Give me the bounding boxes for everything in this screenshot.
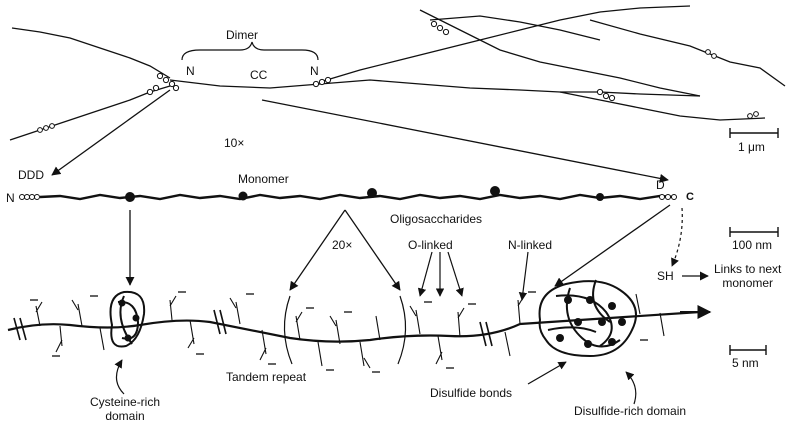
monomer-strand [39, 193, 676, 201]
magnify-arrow-left [51, 89, 171, 176]
bead-markers [37, 20, 759, 133]
arrow-nlinked [518, 251, 529, 301]
scale-label-bottom: 5 nm [732, 356, 759, 370]
oligosaccharides-label: Oligosaccharides [390, 212, 483, 226]
repeat-bracket-right [344, 209, 401, 291]
strand-faint-top [429, 15, 601, 41]
strand-lower-left [9, 85, 171, 141]
scale-label-top: 1 μm [738, 140, 765, 154]
n-terminus-left-label: N [186, 64, 195, 78]
n-terminus-right-label: N [310, 64, 319, 78]
strand-upper-left [11, 27, 171, 79]
tandem-repeat-label: Tandem repeat [226, 370, 307, 384]
repeat-arc-left [283, 295, 293, 365]
o-linked-label: O-linked [408, 238, 453, 252]
monomer-beads [19, 194, 677, 200]
scale-bars [729, 128, 779, 355]
arrow-disulfide-bonds [527, 361, 567, 385]
n-linked-label: N-linked [508, 238, 553, 252]
strand-top-right [589, 19, 786, 87]
disulfide-rich-domain-label: Disulfide-rich domain [574, 404, 687, 418]
disulfide-dots [556, 296, 626, 348]
detail-backbone [7, 310, 701, 343]
monomer-label: Monomer [238, 172, 289, 186]
magnification-label: 10× [224, 136, 245, 150]
repeat-count-label: 20× [332, 238, 353, 252]
arrow-to-sh [671, 207, 683, 267]
ddd-label: DDD [18, 168, 44, 182]
polymer-network [9, 5, 786, 141]
repeat-arc-right [397, 295, 407, 365]
strand-low-right [559, 91, 766, 121]
scale-label-middle: 100 nm [732, 238, 773, 252]
dimer-brace [181, 41, 319, 61]
monomer-domain-dots [125, 186, 604, 202]
cysteine-dots [118, 299, 140, 342]
arrow-to-disulfide-domain [554, 204, 671, 287]
dimer-label: Dimer [226, 28, 258, 42]
repeat-bracket-left [289, 209, 346, 291]
break-marks [13, 309, 493, 347]
disulfide-bonds-label: Disulfide bonds [430, 386, 513, 400]
arrow-disulfide-domain-label [625, 371, 637, 405]
sh-label: SH [657, 269, 674, 283]
charge-dashes [30, 291, 648, 373]
cysteine-rich-domain-label: Cysteine-rich domain [90, 395, 161, 423]
cc-label: CC [250, 68, 268, 82]
magnify-arrow-right [261, 99, 669, 183]
monomer-n-label: N [6, 191, 15, 205]
arrow-olinked-3 [447, 251, 464, 297]
links-next-monomer-label: Links to next monomer [714, 262, 782, 290]
arrow-cysteine-label [114, 359, 125, 395]
strand-dimer-axis [169, 79, 701, 97]
d-domain-label: D [656, 178, 665, 192]
monomer-c-label: C [686, 191, 694, 203]
arrow-olinked-1 [417, 251, 433, 297]
strand-upper-right [319, 5, 691, 83]
strand-cross-right [419, 9, 701, 97]
disulfide-rich-domain-knot [538, 279, 637, 358]
oligosaccharide-chains [35, 293, 665, 369]
